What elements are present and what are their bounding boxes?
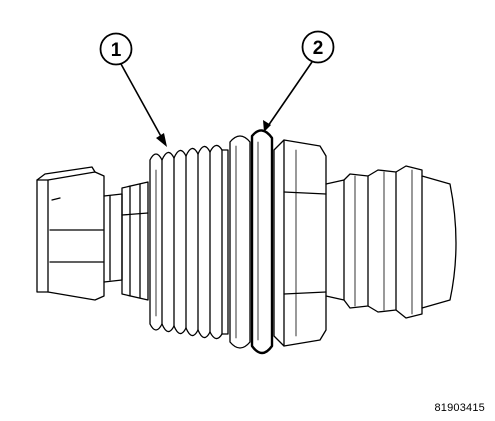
hex-nut [273, 139, 327, 347]
callout-2: 2 [301, 30, 335, 64]
callout-1: 1 [99, 32, 133, 66]
callout-1-arrowhead [156, 133, 167, 147]
connector-housing [36, 166, 123, 301]
callout-2-number: 2 [313, 38, 324, 59]
thread-section [149, 144, 229, 340]
callout-1-number: 1 [111, 40, 122, 61]
o-ring-seal [250, 129, 274, 355]
callout-2-leader [267, 61, 313, 127]
figure-id: 81903415 [434, 402, 485, 414]
callout-1-leader [120, 63, 164, 141]
sensor-body [121, 181, 149, 301]
seal-flange [229, 135, 251, 349]
barbed-fitting [325, 165, 457, 319]
callout-2-arrowhead [263, 120, 271, 132]
